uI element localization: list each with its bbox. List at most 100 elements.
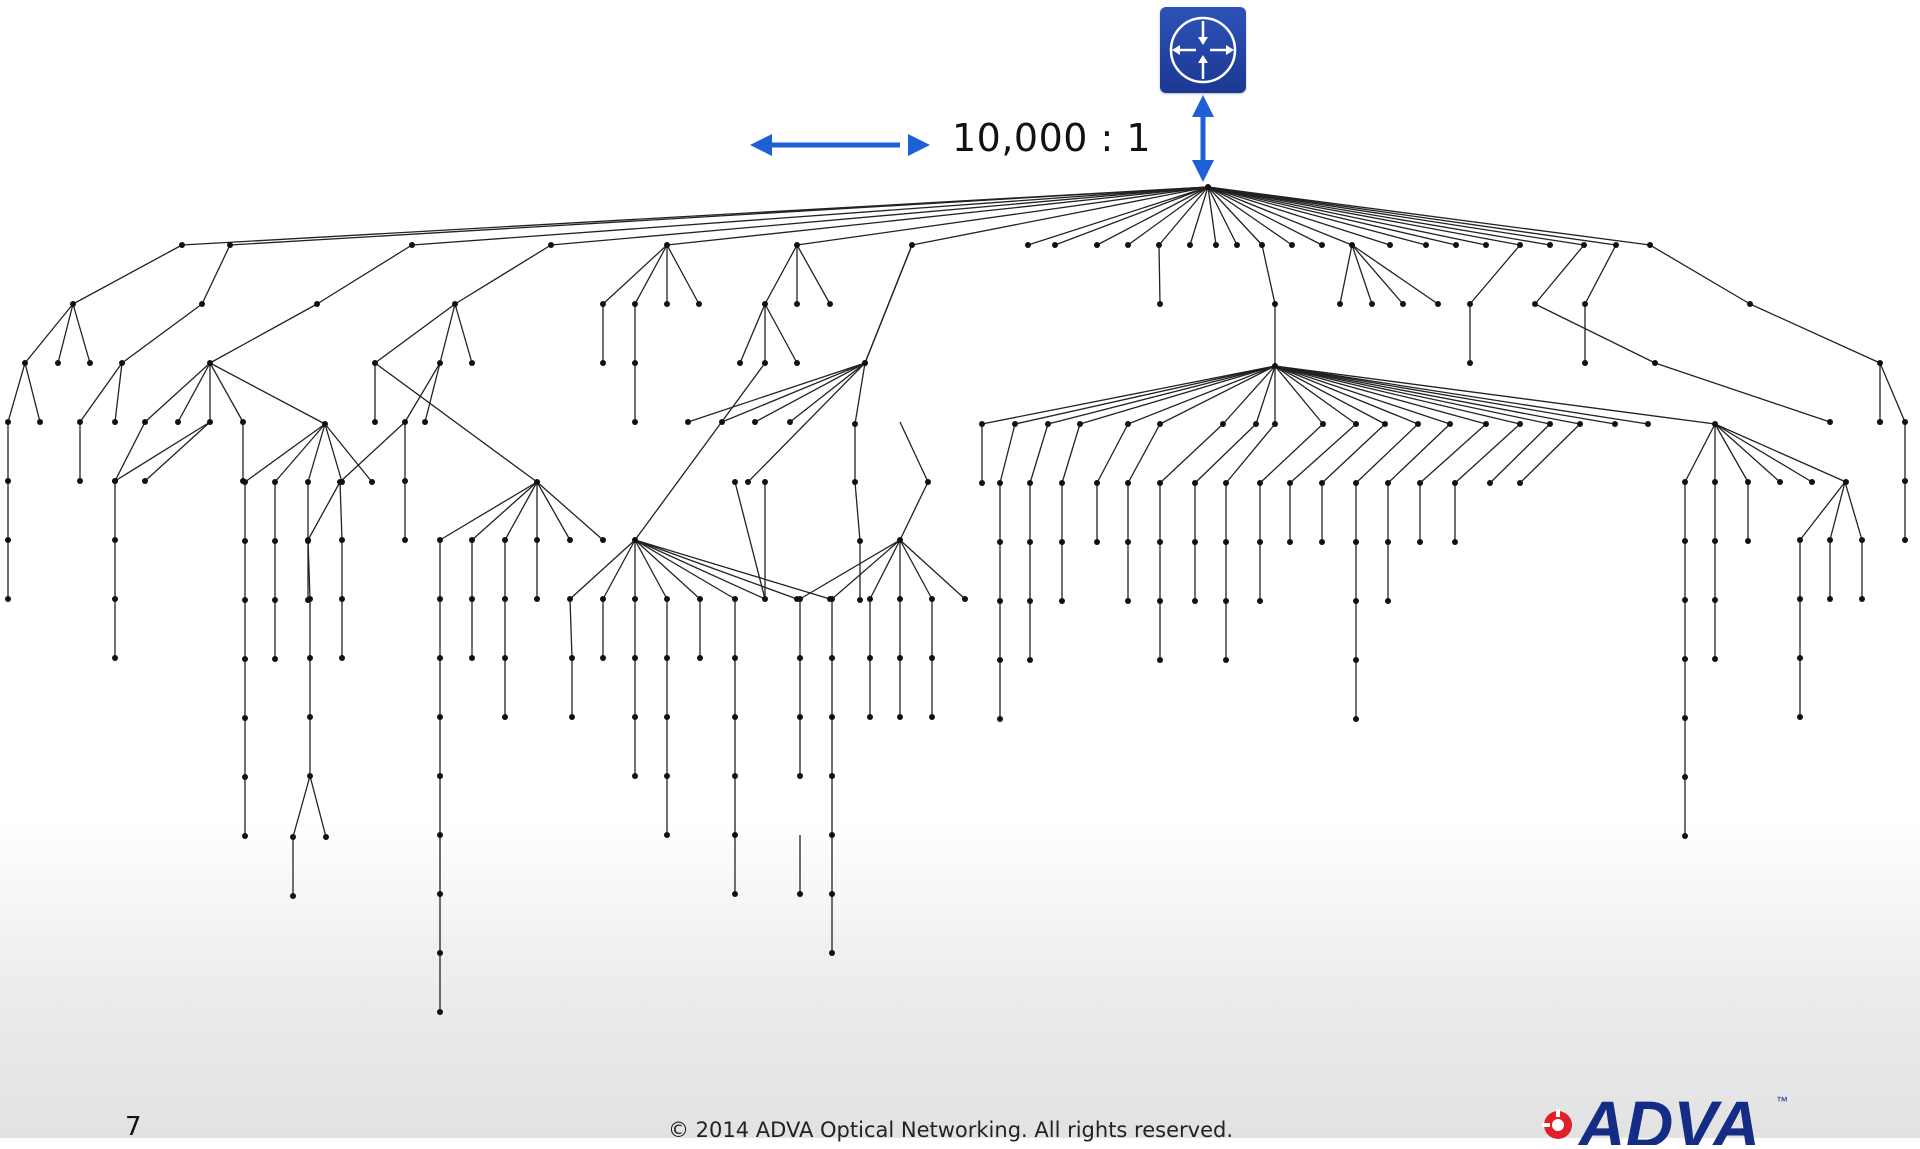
tree-node (437, 714, 443, 720)
tree-node (1094, 480, 1100, 486)
tree-node (1712, 479, 1718, 485)
tree-node (1532, 301, 1538, 307)
tree-node (1125, 242, 1131, 248)
tree-node (469, 655, 475, 661)
tree-node (1613, 242, 1619, 248)
tree-node (1192, 598, 1198, 604)
ratio-label: 10,000 : 1 (952, 116, 1152, 160)
tree-node (437, 655, 443, 661)
tree-node (1517, 421, 1523, 427)
tree-node (752, 419, 758, 425)
tree-node (664, 832, 670, 838)
tree-node (1452, 539, 1458, 545)
tree-node (323, 834, 329, 840)
tree-node (1582, 301, 1588, 307)
tree-node (1797, 655, 1803, 661)
tree-node (1645, 421, 1651, 427)
tree-node (402, 537, 408, 543)
tree-node (997, 716, 1003, 722)
tree-node (1287, 480, 1293, 486)
tree-node (829, 714, 835, 720)
tree-node (1877, 419, 1883, 425)
tree-node (1192, 539, 1198, 545)
tree-node (1059, 480, 1065, 486)
tree-node (1712, 656, 1718, 662)
tree-node (1487, 480, 1493, 486)
tree-node (372, 360, 378, 366)
tree-node (534, 596, 540, 602)
tree-node (797, 773, 803, 779)
tree-node (794, 360, 800, 366)
tree-node (337, 479, 343, 485)
tree-node (997, 539, 1003, 545)
tree-node (1682, 774, 1688, 780)
tree-node (1272, 301, 1278, 307)
tree-node (1257, 598, 1263, 604)
tree-node (1125, 480, 1131, 486)
tree-node (1747, 301, 1753, 307)
tree-node (1125, 598, 1131, 604)
tree-node (1827, 537, 1833, 543)
tree-node (897, 655, 903, 661)
tree-node (1400, 301, 1406, 307)
tree-node (797, 891, 803, 897)
tree-node (112, 419, 118, 425)
tree-node (1902, 478, 1908, 484)
tree-node (1027, 657, 1033, 663)
tree-node (897, 537, 903, 543)
tree-node (207, 419, 213, 425)
tree-node (1577, 421, 1583, 427)
tree-node (600, 360, 606, 366)
tree-node (829, 773, 835, 779)
tree-node (664, 301, 670, 307)
tree-node (1902, 537, 1908, 543)
tree-node (797, 596, 803, 602)
tree-node (1682, 715, 1688, 721)
tree-node (600, 655, 606, 661)
tree-node (829, 950, 835, 956)
tree-node (1797, 714, 1803, 720)
tree-node (5, 537, 11, 543)
tree-node (762, 479, 768, 485)
tree-node (1467, 301, 1473, 307)
slide-number: 7 (125, 1112, 142, 1142)
tree-node (437, 891, 443, 897)
tree-node (569, 714, 575, 720)
tree-node (632, 714, 638, 720)
tree-node (867, 655, 873, 661)
tree-node (437, 1009, 443, 1015)
tree-node (1435, 301, 1441, 307)
tree-node (929, 655, 935, 661)
tree-node (829, 596, 835, 602)
tree-node (1797, 537, 1803, 543)
tree-node (1059, 598, 1065, 604)
tree-node (1157, 539, 1163, 545)
tree-node (1223, 598, 1229, 604)
tree-node (925, 479, 931, 485)
tree-node (1417, 480, 1423, 486)
copyright-notice: © 2014 ADVA Optical Networking. All righ… (668, 1118, 1233, 1142)
tree-node (1382, 421, 1388, 427)
tree-node (469, 360, 475, 366)
router-icon (1160, 7, 1246, 93)
tree-node (112, 478, 118, 484)
tree-node (1517, 480, 1523, 486)
tree-node (732, 832, 738, 838)
tree-node (422, 419, 428, 425)
tree-node (1369, 301, 1375, 307)
tree-node (852, 421, 858, 427)
tree-node (1902, 419, 1908, 425)
tree-node (290, 893, 296, 899)
tree-node (632, 537, 638, 543)
tree-node (1349, 242, 1355, 248)
tree-node (732, 891, 738, 897)
tree-node (452, 301, 458, 307)
tree-node (664, 773, 670, 779)
tree-node (829, 832, 835, 838)
tree-node (1647, 242, 1653, 248)
tree-node (112, 655, 118, 661)
tree-node (1353, 539, 1359, 545)
tree-node (1337, 301, 1343, 307)
tree-node (5, 596, 11, 602)
tree-node (1094, 242, 1100, 248)
